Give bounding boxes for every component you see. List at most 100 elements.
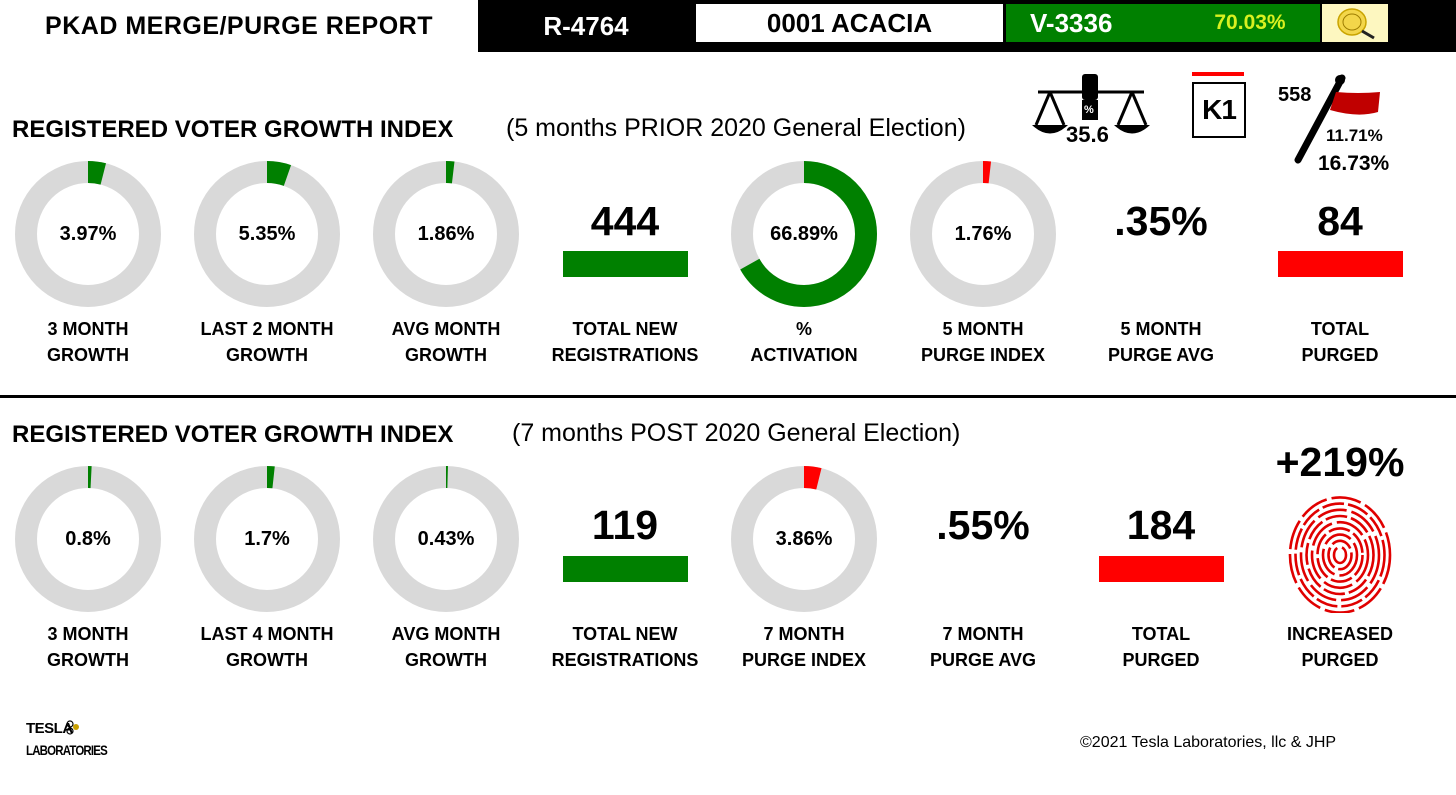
donut-segment [731,161,877,307]
donut-segment [373,466,519,612]
donut-value: 3.86% [775,527,833,550]
pin-percent-a: 11.71% [1326,126,1383,145]
metric-label-line2: PURGE INDEX [741,650,867,670]
metric-label-line1: AVG MONTH [391,624,501,644]
donut-metric: 5.35% [193,160,341,308]
fingerprint-ridge [1316,527,1364,583]
metric-label-line1: TOTAL NEW [572,624,678,644]
donut-segment [15,466,161,612]
metric-label-line2: GROWTH [47,650,129,670]
metric-label-line2: REGISTRATIONS [551,650,699,670]
donut-segment [373,161,519,307]
donut-metric: 1.7% [193,465,341,613]
k1-logo-text: K1 [1202,94,1237,125]
voter-badge-bg [1006,4,1320,42]
fingerprint-ridge [1305,514,1375,596]
metric-label-line1: 7 MONTH [942,624,1024,644]
metric-bar [1099,556,1224,582]
donut-value: 1.86% [417,222,475,245]
metric-label-line1: AVG MONTH [391,319,501,339]
donut-value: 3.97% [59,222,117,245]
metric-number: 184 [1126,502,1196,548]
metric-label-line2: ACTIVATION [750,345,858,365]
metric-number: 119 [591,502,659,548]
prior-section-title: REGISTERED VOTER GROWTH INDEX [12,116,454,143]
donut-metric: 3.97% [14,160,162,308]
donut-segment [910,161,1056,307]
donut-metric: 0.43% [372,465,520,613]
donut-value: 0.8% [65,527,111,550]
metric-label-line2: GROWTH [405,345,487,365]
post-section-title: REGISTERED VOTER GROWTH INDEX [12,421,454,448]
fingerprint-ridge [1294,502,1386,608]
donut-metric: 1.76% [909,160,1057,308]
prior-section-subtitle: (5 months PRIOR 2020 General Election) [506,114,966,142]
metric-label-line2: REGISTRATIONS [551,345,699,365]
metric-label-line1: 7 MONTH [763,624,845,644]
metric-number: .35% [1114,198,1208,244]
donut-segment [194,466,340,612]
pin-percent-b: 16.73% [1318,152,1390,175]
metric-label-line1: 5 MONTH [942,319,1024,339]
metric-label-line1: 5 MONTH [1120,319,1202,339]
scale-icon [1030,70,1152,148]
fingerprint-ridge [1299,508,1381,602]
donut-chart [15,161,161,307]
metric-label-line2: GROWTH [47,345,129,365]
pin-count: 558 [1278,84,1312,106]
metric-label-line2: GROWTH [226,345,308,365]
tesla-logo-line2: LABORATORIES [26,742,108,758]
report-title: PKAD MERGE/PURGE REPORT [0,0,478,52]
fingerprint-ridge [1310,520,1370,590]
fingerprint-ridge [1332,545,1348,565]
donut-chart [194,466,340,612]
metric-label-line2: PURGE AVG [1107,345,1214,365]
fingerprint-icon [1288,496,1392,614]
scale-symbol: % [1084,104,1094,116]
metric-number: +219% [1275,439,1405,485]
metric-label-line1: % [795,319,812,339]
report-seal-icon [1322,4,1388,42]
donut-segment [731,466,877,612]
donut-segment [194,161,340,307]
donut-chart [373,161,519,307]
donut-value: 1.7% [244,527,290,550]
donut-value: 1.76% [954,222,1012,245]
precinct-name: 0001 ACACIA [696,4,1003,42]
donut-chart [910,161,1056,307]
metric-bar [1278,251,1403,277]
metric-label-line1: 3 MONTH [47,624,129,644]
metric-label-line1: INCREASED [1286,624,1393,644]
metric-label-line1: LAST 2 MONTH [200,319,334,339]
fingerprint-ridge [1321,533,1359,577]
metric-label-line1: TOTAL [1131,624,1191,644]
donut-chart [731,466,877,612]
fingerprint-ridge [1288,496,1392,614]
metric-number: 444 [590,198,660,244]
post-section-subtitle: (7 months POST 2020 General Election) [512,419,961,447]
metric-label-line2: PURGE AVG [929,650,1036,670]
metric-label-line2: PURGED [1301,345,1379,365]
copyright: ©2021 Tesla Laboratories, llc & JHP [1080,734,1337,751]
metric-label-line2: GROWTH [226,650,308,670]
donut-value: 0.43% [417,527,475,550]
metric-label-line2: PURGED [1301,650,1379,670]
donut-chart [731,161,877,307]
donut-metric: 3.86% [730,465,878,613]
donut-chart [194,161,340,307]
k1-logo: K1 [1192,82,1246,138]
donut-metric: 66.89% [730,160,878,308]
fingerprint-wrap [1288,495,1392,618]
donut-metric: 1.86% [372,160,520,308]
donut-segment [15,161,161,307]
pin-flag-icon [1294,72,1384,172]
metric-bar [563,556,688,582]
metric-label-line1: TOTAL [1310,319,1370,339]
voter-id: V-3336 [1030,7,1113,38]
metric-label-line2: PURGED [1122,650,1200,670]
section-divider [0,395,1456,398]
metric-label-line1: LAST 4 MONTH [200,624,334,644]
voter-percent: 70.03% [1214,11,1286,34]
metric-label-line2: PURGE INDEX [920,345,1046,365]
scale-value: 35.6 [1066,122,1109,147]
